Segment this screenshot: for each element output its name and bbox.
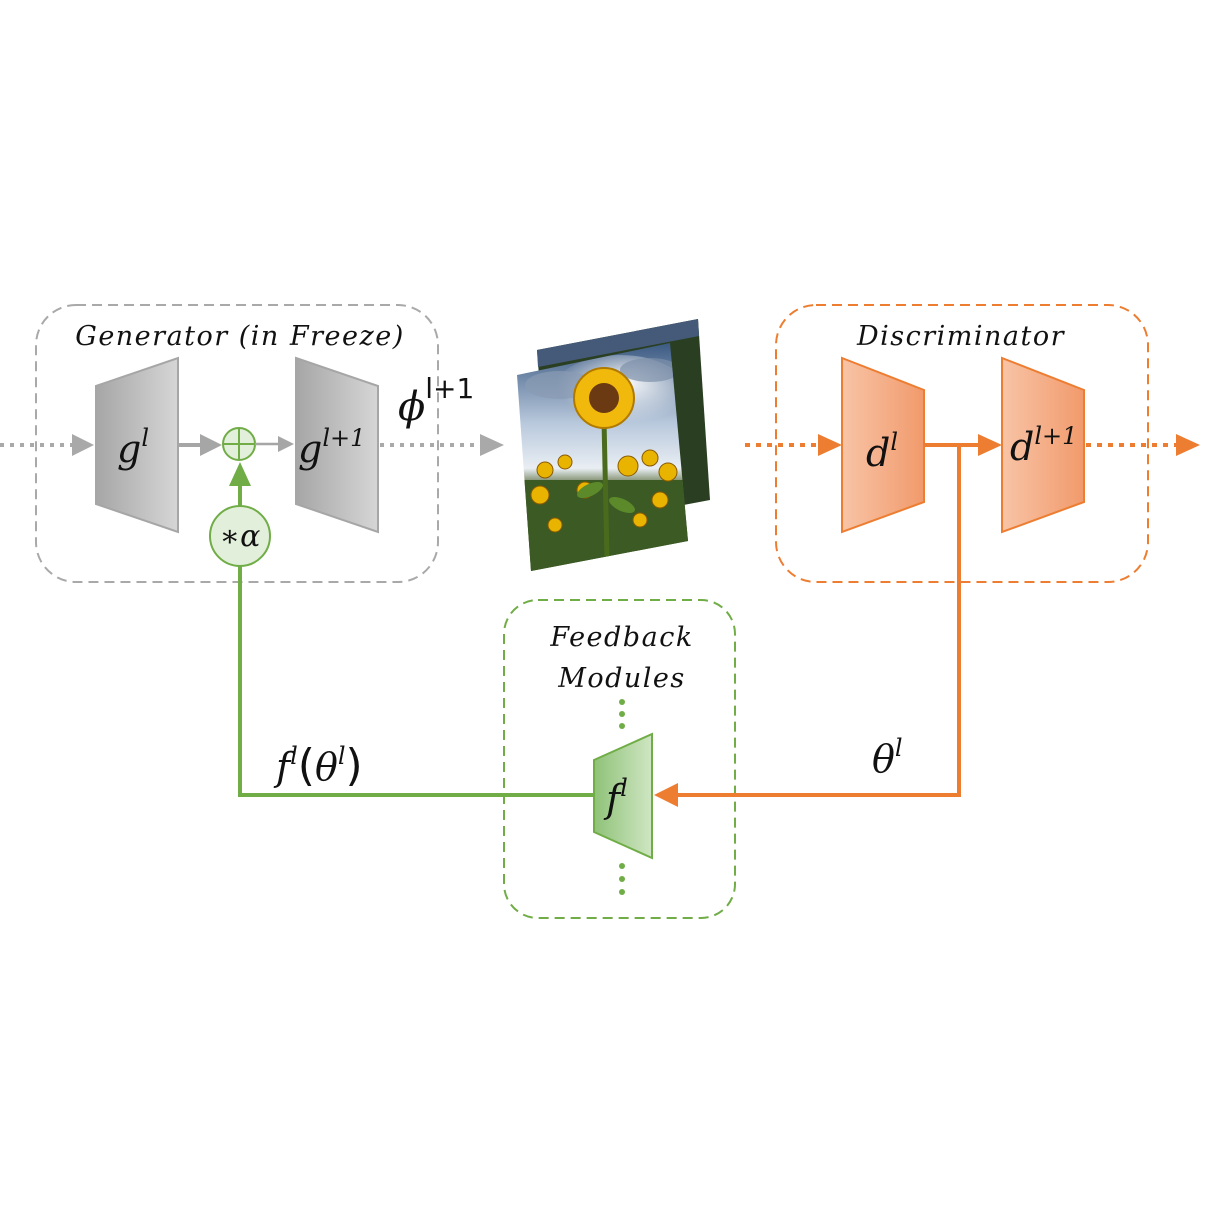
sum-to-g-next-arrowhead	[278, 436, 294, 452]
generator-box	[35, 304, 439, 583]
g-l-label: gl	[117, 424, 149, 471]
generator-output-arrowhead	[480, 434, 504, 456]
generator-label: Generator (in Freeze)	[75, 321, 405, 352]
image-back-top	[537, 319, 699, 367]
g-next-block	[295, 356, 379, 534]
f-theta-label: fl(θl)	[273, 740, 363, 791]
g-l-to-sum-arrowhead	[200, 434, 222, 456]
d-l-to-d-next-arrowhead	[978, 434, 1002, 456]
discriminator-label: Discriminator	[856, 321, 1066, 352]
generator-input-arrowhead	[72, 434, 94, 456]
f-output-line	[238, 556, 594, 797]
d-next-block	[1001, 356, 1085, 534]
d-next-label: dl+1	[1010, 422, 1077, 469]
alpha-label: ∗α	[220, 519, 261, 554]
feedback-dots-bottom	[619, 863, 625, 895]
theta-feedback-line	[676, 445, 961, 797]
d-l-block	[841, 356, 925, 534]
theta-feedback-arrowhead	[654, 783, 678, 807]
g-next-label: gl+1	[298, 424, 365, 471]
phi-label: ϕl+1	[398, 372, 474, 430]
discriminator-output-arrowhead	[1176, 434, 1200, 456]
discriminator-input-arrowhead	[818, 434, 842, 456]
f-l-block	[593, 732, 653, 860]
alpha-to-sum-arrowhead	[229, 462, 251, 486]
feedback-label-line2: Modules	[557, 663, 686, 694]
feedback-box	[503, 599, 736, 919]
g-l-block	[95, 356, 179, 534]
sunflower-head	[573, 367, 635, 429]
discriminator-box	[775, 304, 1149, 583]
theta-label: θl	[872, 734, 903, 781]
image-front	[517, 343, 688, 571]
feedback-label-line1: Feedback	[549, 622, 693, 653]
feedback-dots-top	[619, 699, 625, 729]
d-l-label: dl	[866, 428, 898, 475]
